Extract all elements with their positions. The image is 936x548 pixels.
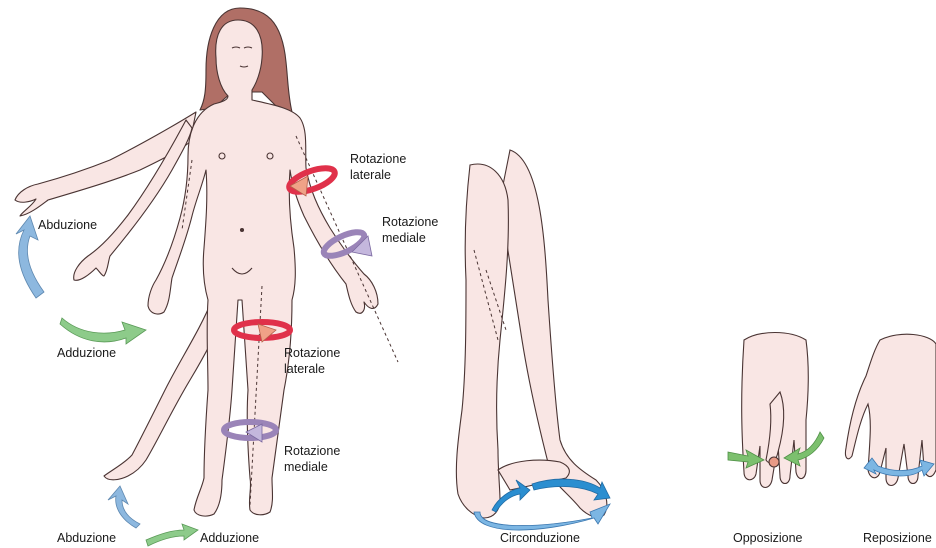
label-adduction-leg: Adduzione — [200, 531, 259, 546]
label-opposition: Opposizione — [733, 531, 803, 546]
circumduction-leg-front — [456, 164, 508, 518]
standing-figure — [15, 8, 378, 516]
label-lateral-rotation-arm-1: Rotazione — [350, 152, 406, 167]
body — [148, 20, 378, 516]
circumduction-figure — [456, 150, 606, 518]
adduction-leg-arrow — [146, 524, 198, 546]
label-medial-rotation-arm-2: mediale — [382, 231, 426, 246]
label-abduction-arm: Abduzione — [38, 218, 97, 233]
label-lateral-rotation-arm-2: laterale — [350, 168, 391, 183]
label-reposition: Reposizione — [863, 531, 932, 546]
abduction-leg-arrow — [108, 486, 140, 528]
label-adduction-arm: Adduzione — [57, 346, 116, 361]
label-medial-rotation-arm-1: Rotazione — [382, 215, 438, 230]
label-medial-rotation-leg-2: mediale — [284, 460, 328, 475]
label-lateral-rotation-leg-2: laterale — [284, 362, 325, 377]
label-circumduction: Circonduzione — [500, 531, 580, 546]
adduction-arm-arrow — [60, 318, 146, 344]
label-abduction-leg: Abduzione — [57, 531, 116, 546]
label-medial-rotation-leg-1: Rotazione — [284, 444, 340, 459]
label-lateral-rotation-leg-1: Rotazione — [284, 346, 340, 361]
